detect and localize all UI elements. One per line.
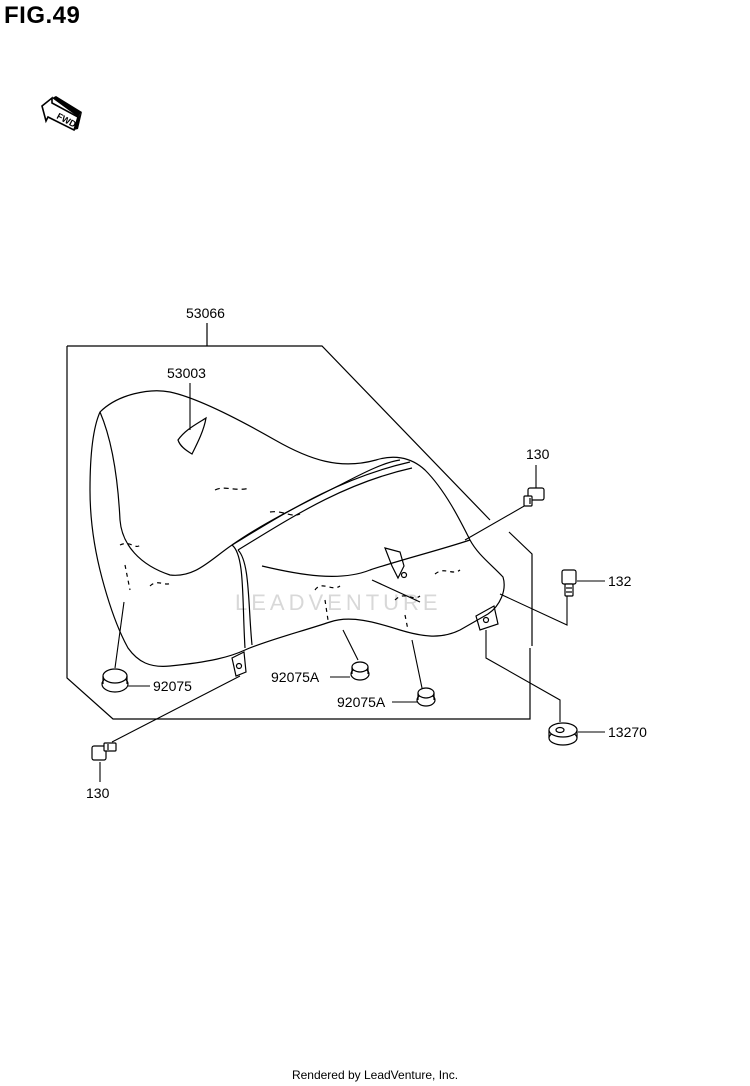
collar-13270-icon (548, 722, 578, 746)
label-13270: 13270 (608, 724, 647, 740)
assembly-frame (66, 323, 533, 720)
leader-lines (99, 383, 605, 782)
bolt-130-front-icon (91, 742, 117, 761)
figure-title: FIG.49 (4, 2, 81, 29)
label-92075A-mid: 92075A (271, 669, 320, 685)
grommet-92075-icon (101, 668, 129, 693)
label-132: 132 (608, 573, 632, 589)
grommet-92075A-mid-icon (350, 661, 370, 681)
label-53066: 53066 (186, 305, 225, 321)
label-92075A-right: 92075A (337, 694, 386, 710)
bolt-132-icon (561, 569, 577, 597)
label-92075: 92075 (153, 678, 192, 694)
label-130-rear: 130 (526, 446, 550, 462)
label-53003: 53003 (167, 365, 206, 381)
bolt-130-rear-icon (523, 487, 545, 507)
fwd-arrow-icon: FWD (41, 96, 82, 132)
label-130-front: 130 (86, 785, 110, 801)
grommet-92075A-right-icon (416, 687, 436, 707)
part-labels: 53066 53003 130 132 92075 92075A 92075A … (86, 305, 647, 801)
seat-drawing (89, 390, 505, 677)
footer-credit: Rendered by LeadVenture, Inc. (291, 1068, 459, 1082)
